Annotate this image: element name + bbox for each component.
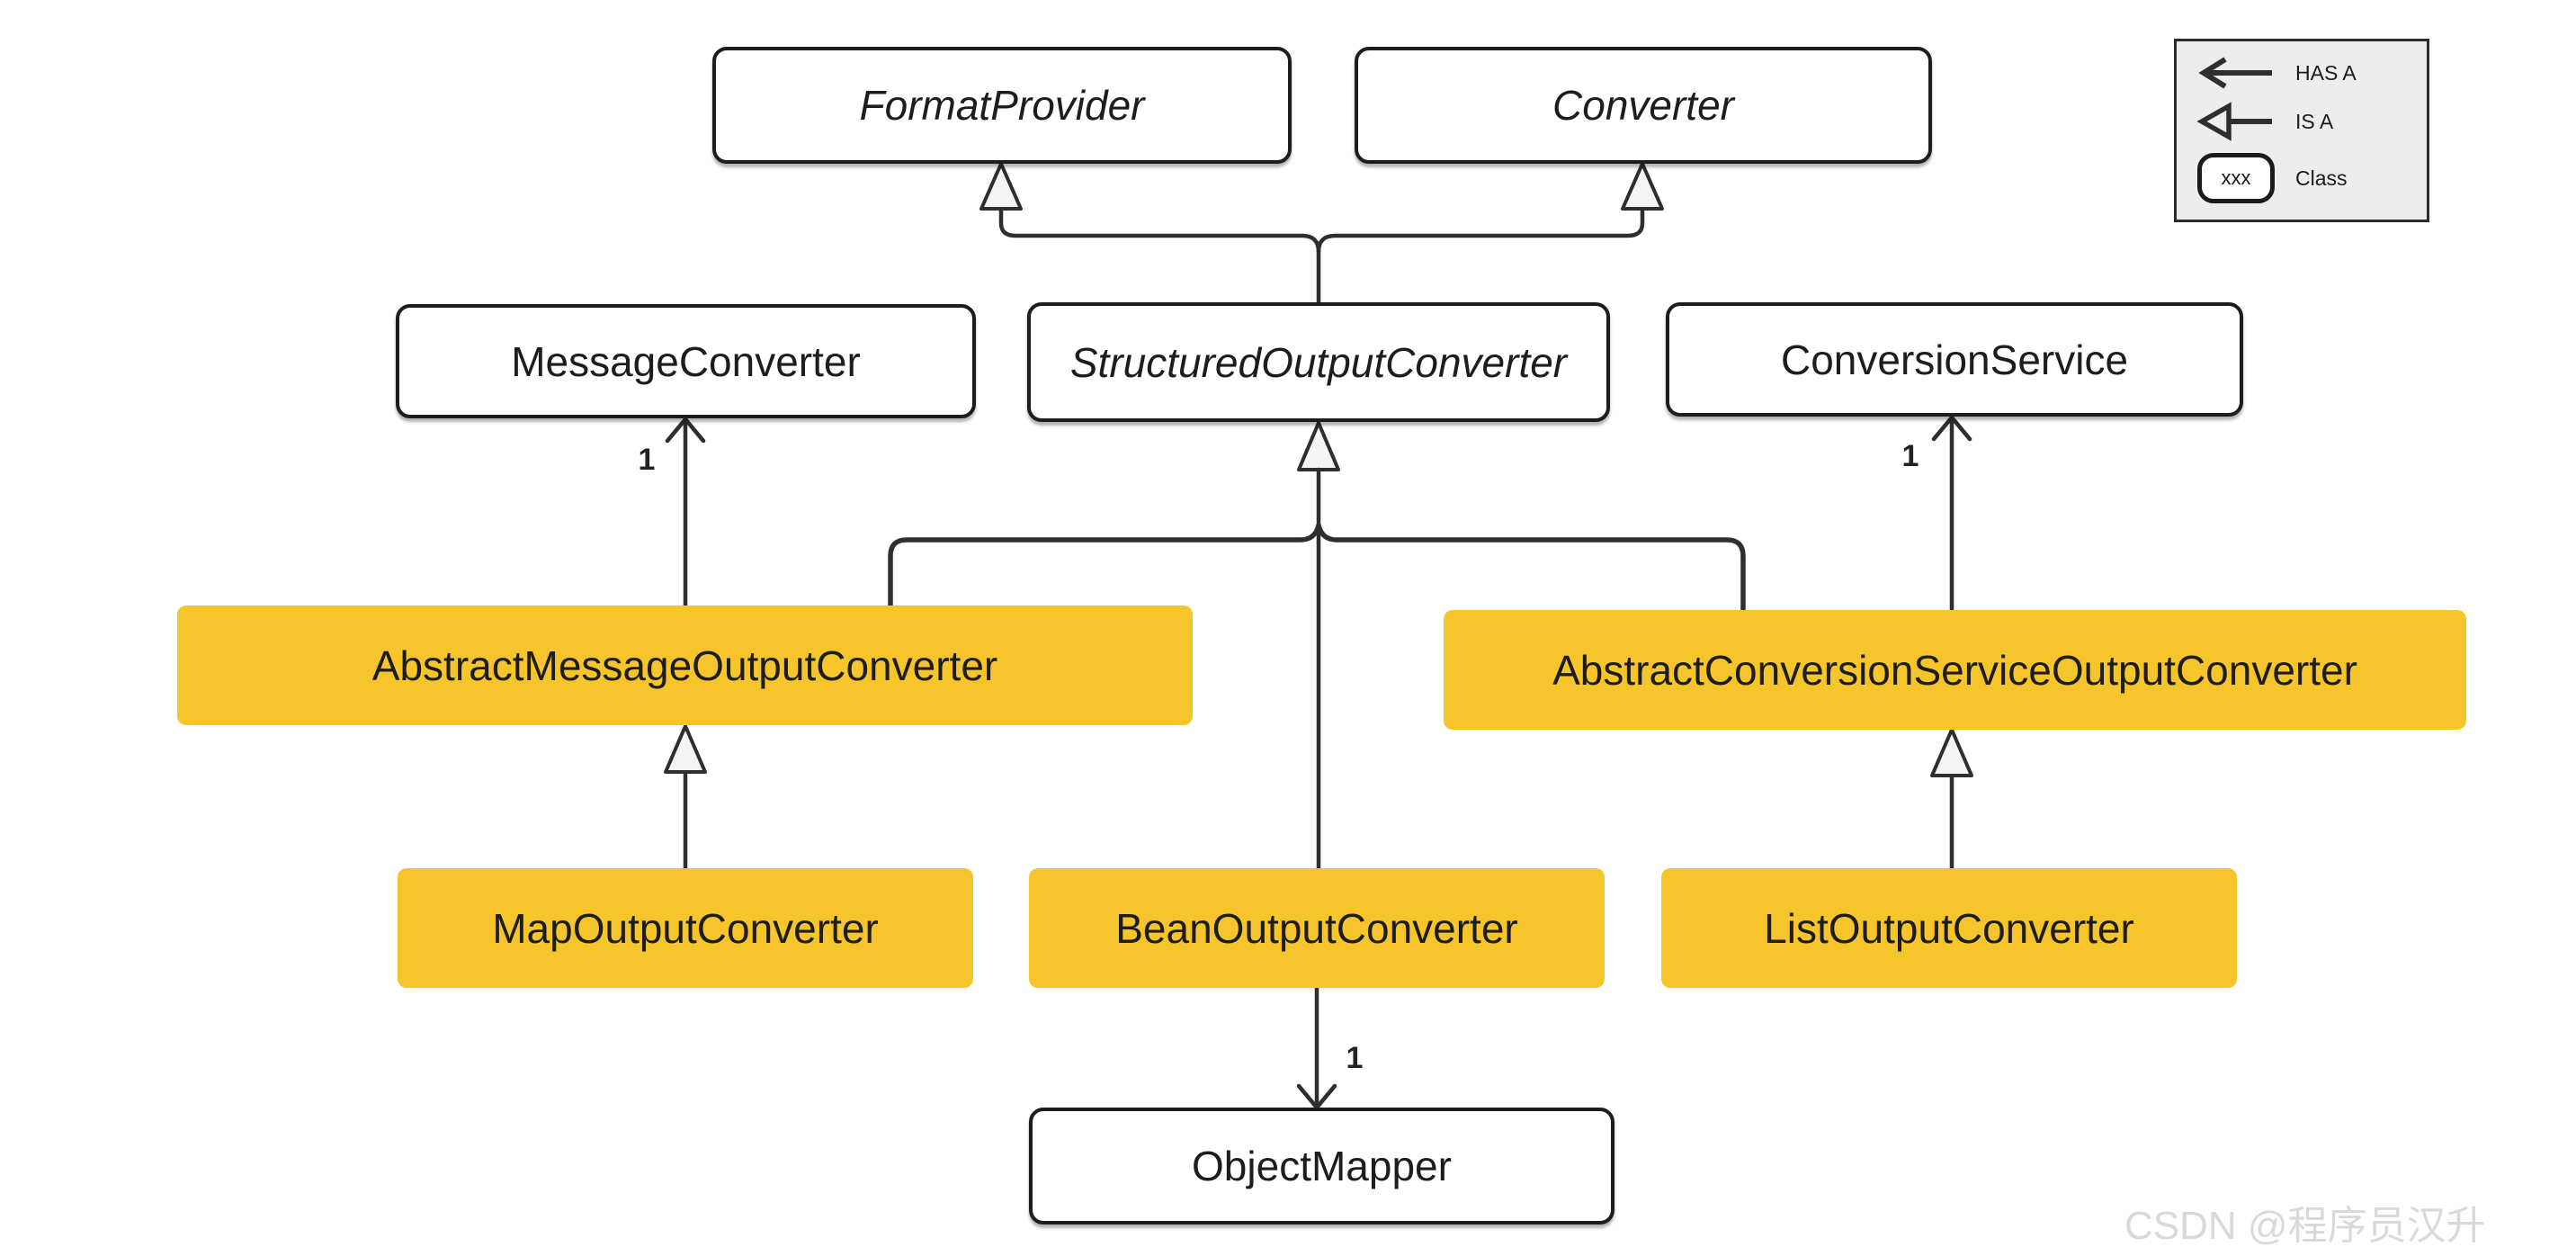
class-box-icon: xxx [2189,153,2283,203]
legend-label-has-a: HAS A [2295,60,2357,85]
node-bean-output-converter: BeanOutputConverter [1029,868,1605,988]
edge-isa-mapoutputconverter-abstractmessageoutputconverter [664,724,707,871]
node-list-output-converter: ListOutputConverter [1661,868,2237,988]
edge-hasa-abstractconversionserviceoutputconverter-conversionservice [1931,415,1972,613]
legend-label-is-a: IS A [2295,109,2334,133]
node-map-output-converter: MapOutputConverter [398,868,973,988]
legend: HAS A IS A xxx Class [2174,39,2429,222]
edge-isa-children-structuredoutputconverter [888,421,1746,871]
multiplicity-conversionservice: 1 [1901,439,1919,473]
legend-label-class: Class [2295,166,2348,190]
class-box-sample-text: xxx [2197,153,2275,203]
edge-isa-structuredoutputconverter-converter [1316,162,1664,255]
edge-isa-structuredoutputconverter-formatprovider [979,162,1321,305]
node-abstract-conversion-service-output-converter: AbstractConversionServiceOutputConverter [1444,610,2466,730]
node-abstract-message-output-converter: AbstractMessageOutputConverter [177,606,1193,725]
multiplicity-messageconverter: 1 [638,443,656,477]
legend-row-class: xxx Class [2189,153,2414,203]
edge-isa-listoutputconverter-abstractconversionserviceoutputconverter [1930,728,1973,871]
legend-row-has-a: HAS A [2189,56,2414,90]
watermark-text: CSDN @程序员汉升 [2124,1204,2486,1248]
legend-row-is-a: IS A [2189,102,2414,141]
node-conversion-service: ConversionService [1666,302,2243,417]
edge-hasa-beanoutputconverter-objectmapper [1296,985,1337,1110]
is-a-arrow-icon [2189,102,2283,141]
node-object-mapper: ObjectMapper [1029,1108,1614,1225]
edge-hasa-abstractmessageoutputconverter-messageconverter [665,417,706,608]
node-format-provider: FormatProvider [712,47,1292,164]
node-structured-output-converter: StructuredOutputConverter [1027,302,1610,422]
node-converter: Converter [1355,47,1932,164]
node-message-converter: MessageConverter [396,304,976,418]
multiplicity-objectmapper: 1 [1346,1041,1364,1075]
has-a-arrow-icon [2189,56,2283,90]
